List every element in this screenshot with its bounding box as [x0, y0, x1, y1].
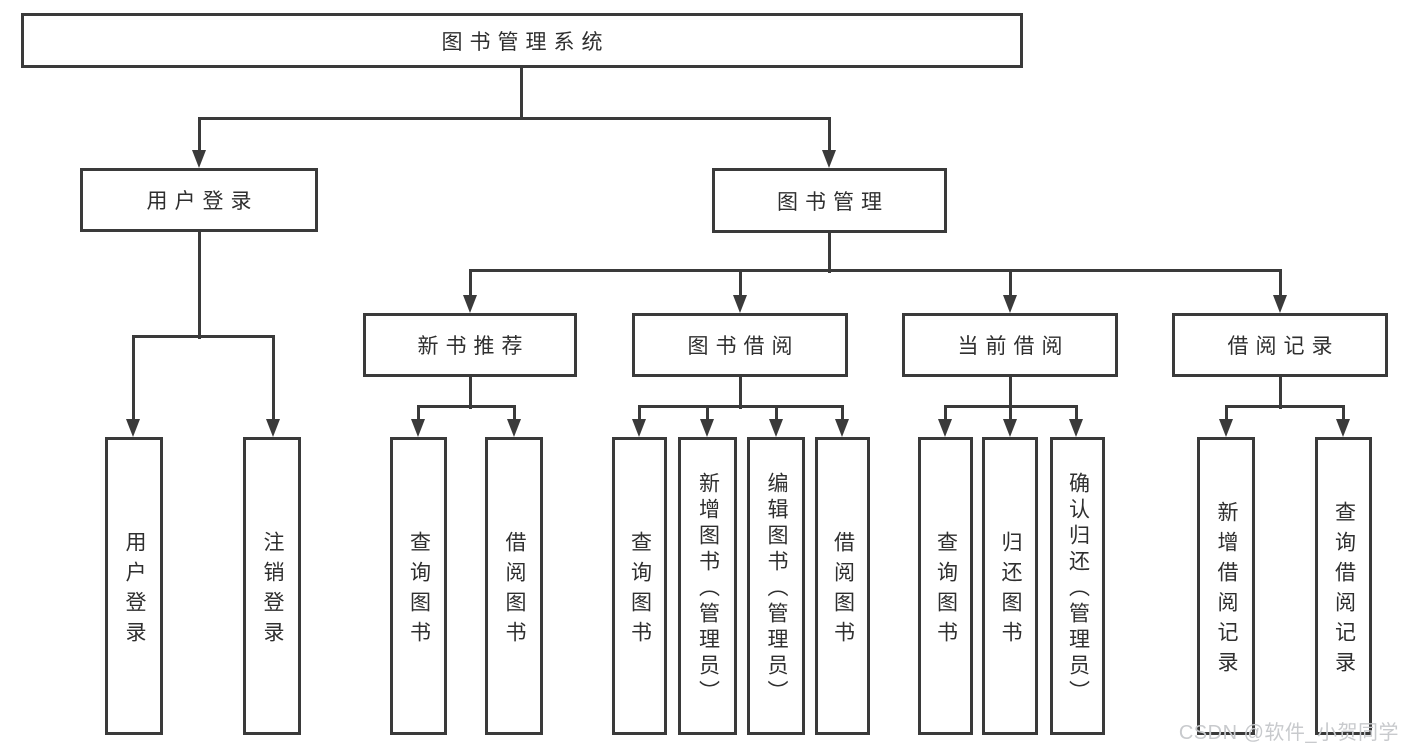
connector-line	[1278, 375, 1282, 409]
leaf-borrow-books-recommend: 借阅图书	[485, 437, 543, 735]
csdn-watermark: CSDN @软件_小贺同学	[1178, 722, 1399, 744]
leaf-label: 借阅图书	[831, 530, 855, 651]
leaf-label: 新增图书（管理员）	[696, 471, 720, 706]
connector-line	[1224, 404, 1228, 423]
connector-line	[519, 66, 523, 120]
leaf-confirm-return-admin: 确认归还（管理员）	[1050, 437, 1105, 735]
leaf-label: 归还图书	[999, 530, 1022, 651]
leaf-query-books-borrow: 查询图书	[612, 437, 667, 735]
arrow-down-icon	[507, 419, 521, 437]
leaf-label: 编辑图书（管理员）	[765, 471, 788, 706]
leaf-logout: 注销登录	[243, 437, 301, 735]
arrow-down-icon	[822, 150, 836, 168]
connector-line	[705, 404, 709, 423]
connector-line	[943, 404, 947, 423]
node-borrowing-records: 借阅记录	[1172, 313, 1388, 377]
leaf-label: 查询借阅记录	[1332, 500, 1356, 681]
arrow-down-icon	[769, 419, 783, 437]
connector-line	[943, 404, 1078, 408]
leaf-label: 查询图书	[407, 530, 431, 651]
connector-line	[468, 268, 472, 299]
leaf-label: 借阅图书	[503, 530, 526, 651]
node-label: 图书管理	[777, 190, 889, 214]
connector-line	[197, 116, 201, 154]
node-label: 图书借阅	[687, 335, 800, 358]
connector-line	[738, 268, 742, 299]
leaf-query-borrow-record: 查询借阅记录	[1315, 437, 1372, 735]
connector-line	[1008, 404, 1012, 423]
node-book-borrowing: 图书借阅	[632, 313, 848, 377]
node-label: 当前借阅	[957, 335, 1070, 358]
leaf-label: 用户登录	[123, 530, 146, 651]
leaf-edit-books-admin: 编辑图书（管理员）	[747, 437, 805, 735]
arrow-down-icon	[1003, 419, 1017, 437]
node-label: 用户登录	[146, 190, 259, 213]
connector-line	[637, 404, 844, 408]
connector-line	[1074, 404, 1078, 423]
leaf-label: 新增借阅记录	[1215, 500, 1238, 681]
leaf-query-books-recommend: 查询图书	[390, 437, 447, 735]
connector-line	[840, 404, 844, 423]
arrow-down-icon	[126, 419, 140, 437]
connector-line	[468, 268, 1282, 272]
arrow-down-icon	[266, 419, 280, 437]
connector-line	[1224, 404, 1345, 408]
leaf-label: 查询图书	[934, 530, 958, 651]
leaf-query-books-current: 查询图书	[918, 437, 973, 735]
connector-line	[271, 334, 275, 423]
node-book-management: 图书管理	[712, 168, 947, 233]
arrow-down-icon	[733, 295, 747, 313]
arrow-down-icon	[1069, 419, 1083, 437]
arrow-down-icon	[1219, 419, 1233, 437]
arrow-down-icon	[632, 419, 646, 437]
arrow-down-icon	[835, 419, 849, 437]
leaf-borrow-books: 借阅图书	[815, 437, 870, 735]
connector-line	[1008, 268, 1012, 299]
leaf-user-login: 用户登录	[105, 437, 163, 735]
connector-line	[738, 375, 742, 409]
node-current-borrowing: 当前借阅	[902, 313, 1118, 377]
node-label: 图书管理系统	[441, 30, 610, 54]
arrow-down-icon	[411, 419, 425, 437]
leaf-add-books-admin: 新增图书（管理员）	[678, 437, 737, 735]
connector-line	[416, 404, 420, 423]
arrow-down-icon	[1336, 419, 1350, 437]
connector-line	[468, 375, 472, 409]
arrow-down-icon	[463, 295, 477, 313]
node-new-book-recommendation: 新书推荐	[363, 313, 577, 377]
arrow-down-icon	[1003, 295, 1017, 313]
node-library-management-system: 图书管理系统	[21, 13, 1023, 68]
leaf-label: 确认归还（管理员）	[1066, 471, 1090, 706]
node-label: 借阅记录	[1227, 335, 1340, 358]
arrow-down-icon	[1273, 295, 1287, 313]
node-label: 新书推荐	[417, 335, 530, 358]
connector-line	[197, 116, 831, 120]
connector-line	[1278, 268, 1282, 299]
arrow-down-icon	[700, 419, 714, 437]
connector-line	[512, 404, 516, 423]
connector-line	[637, 404, 641, 423]
leaf-add-borrow-record: 新增借阅记录	[1197, 437, 1255, 735]
connector-line	[197, 230, 201, 339]
leaf-label: 查询图书	[628, 530, 652, 651]
connector-line	[131, 334, 135, 423]
connector-line	[1341, 404, 1345, 423]
leaf-return-books: 归还图书	[982, 437, 1038, 735]
node-user-login: 用户登录	[80, 168, 318, 232]
connector-line	[131, 334, 275, 338]
arrow-down-icon	[192, 150, 206, 168]
connector-line	[774, 404, 778, 423]
connector-line	[1008, 375, 1012, 409]
connector-line	[416, 404, 516, 408]
arrow-down-icon	[938, 419, 952, 437]
leaf-label: 注销登录	[261, 530, 284, 651]
connector-line	[827, 116, 831, 154]
connector-line	[827, 231, 831, 273]
